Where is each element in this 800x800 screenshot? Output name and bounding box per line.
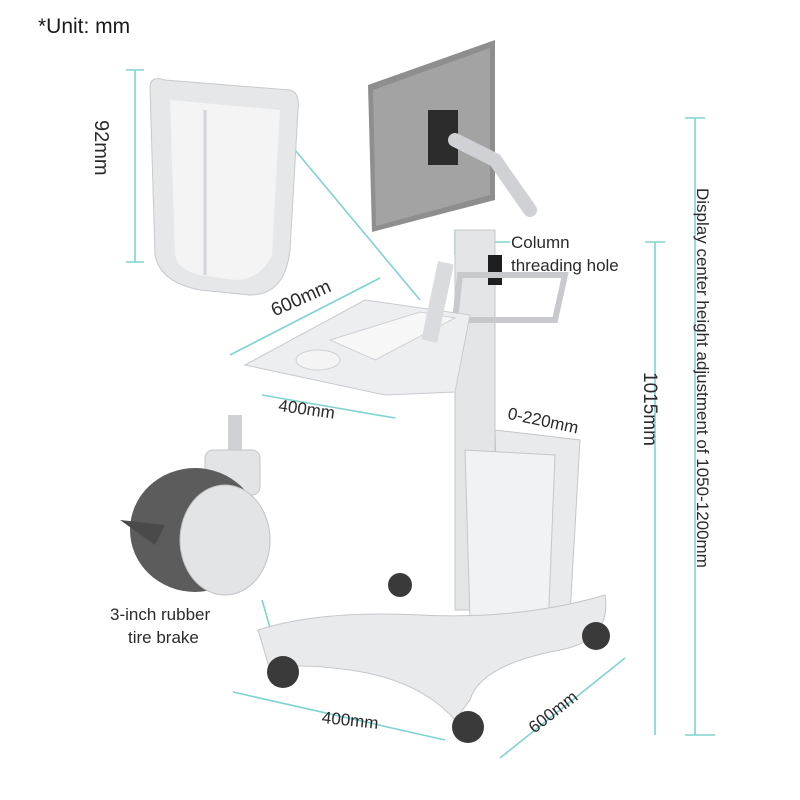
display-height-label: Display center height adjustment of 1050… xyxy=(693,188,712,568)
holder-height-label: 92mm xyxy=(90,120,112,176)
dimension-lines xyxy=(126,69,715,759)
column-hole-label-line1: Column xyxy=(511,233,570,252)
cpu-holder-image xyxy=(464,429,581,631)
total-height-label: 1015mm xyxy=(639,372,660,446)
base-image xyxy=(257,573,610,743)
unit-note: *Unit: mm xyxy=(38,15,131,38)
cup-holder-image xyxy=(149,78,299,296)
keyboard-tray-image xyxy=(243,261,471,396)
caster-label-line1: 3-inch rubber xyxy=(110,605,211,624)
caster-label-line2: tire brake xyxy=(128,628,199,647)
column-hole-label-line2: threading hole xyxy=(511,256,619,275)
monitor-image xyxy=(368,40,537,232)
caster-image xyxy=(120,415,271,596)
